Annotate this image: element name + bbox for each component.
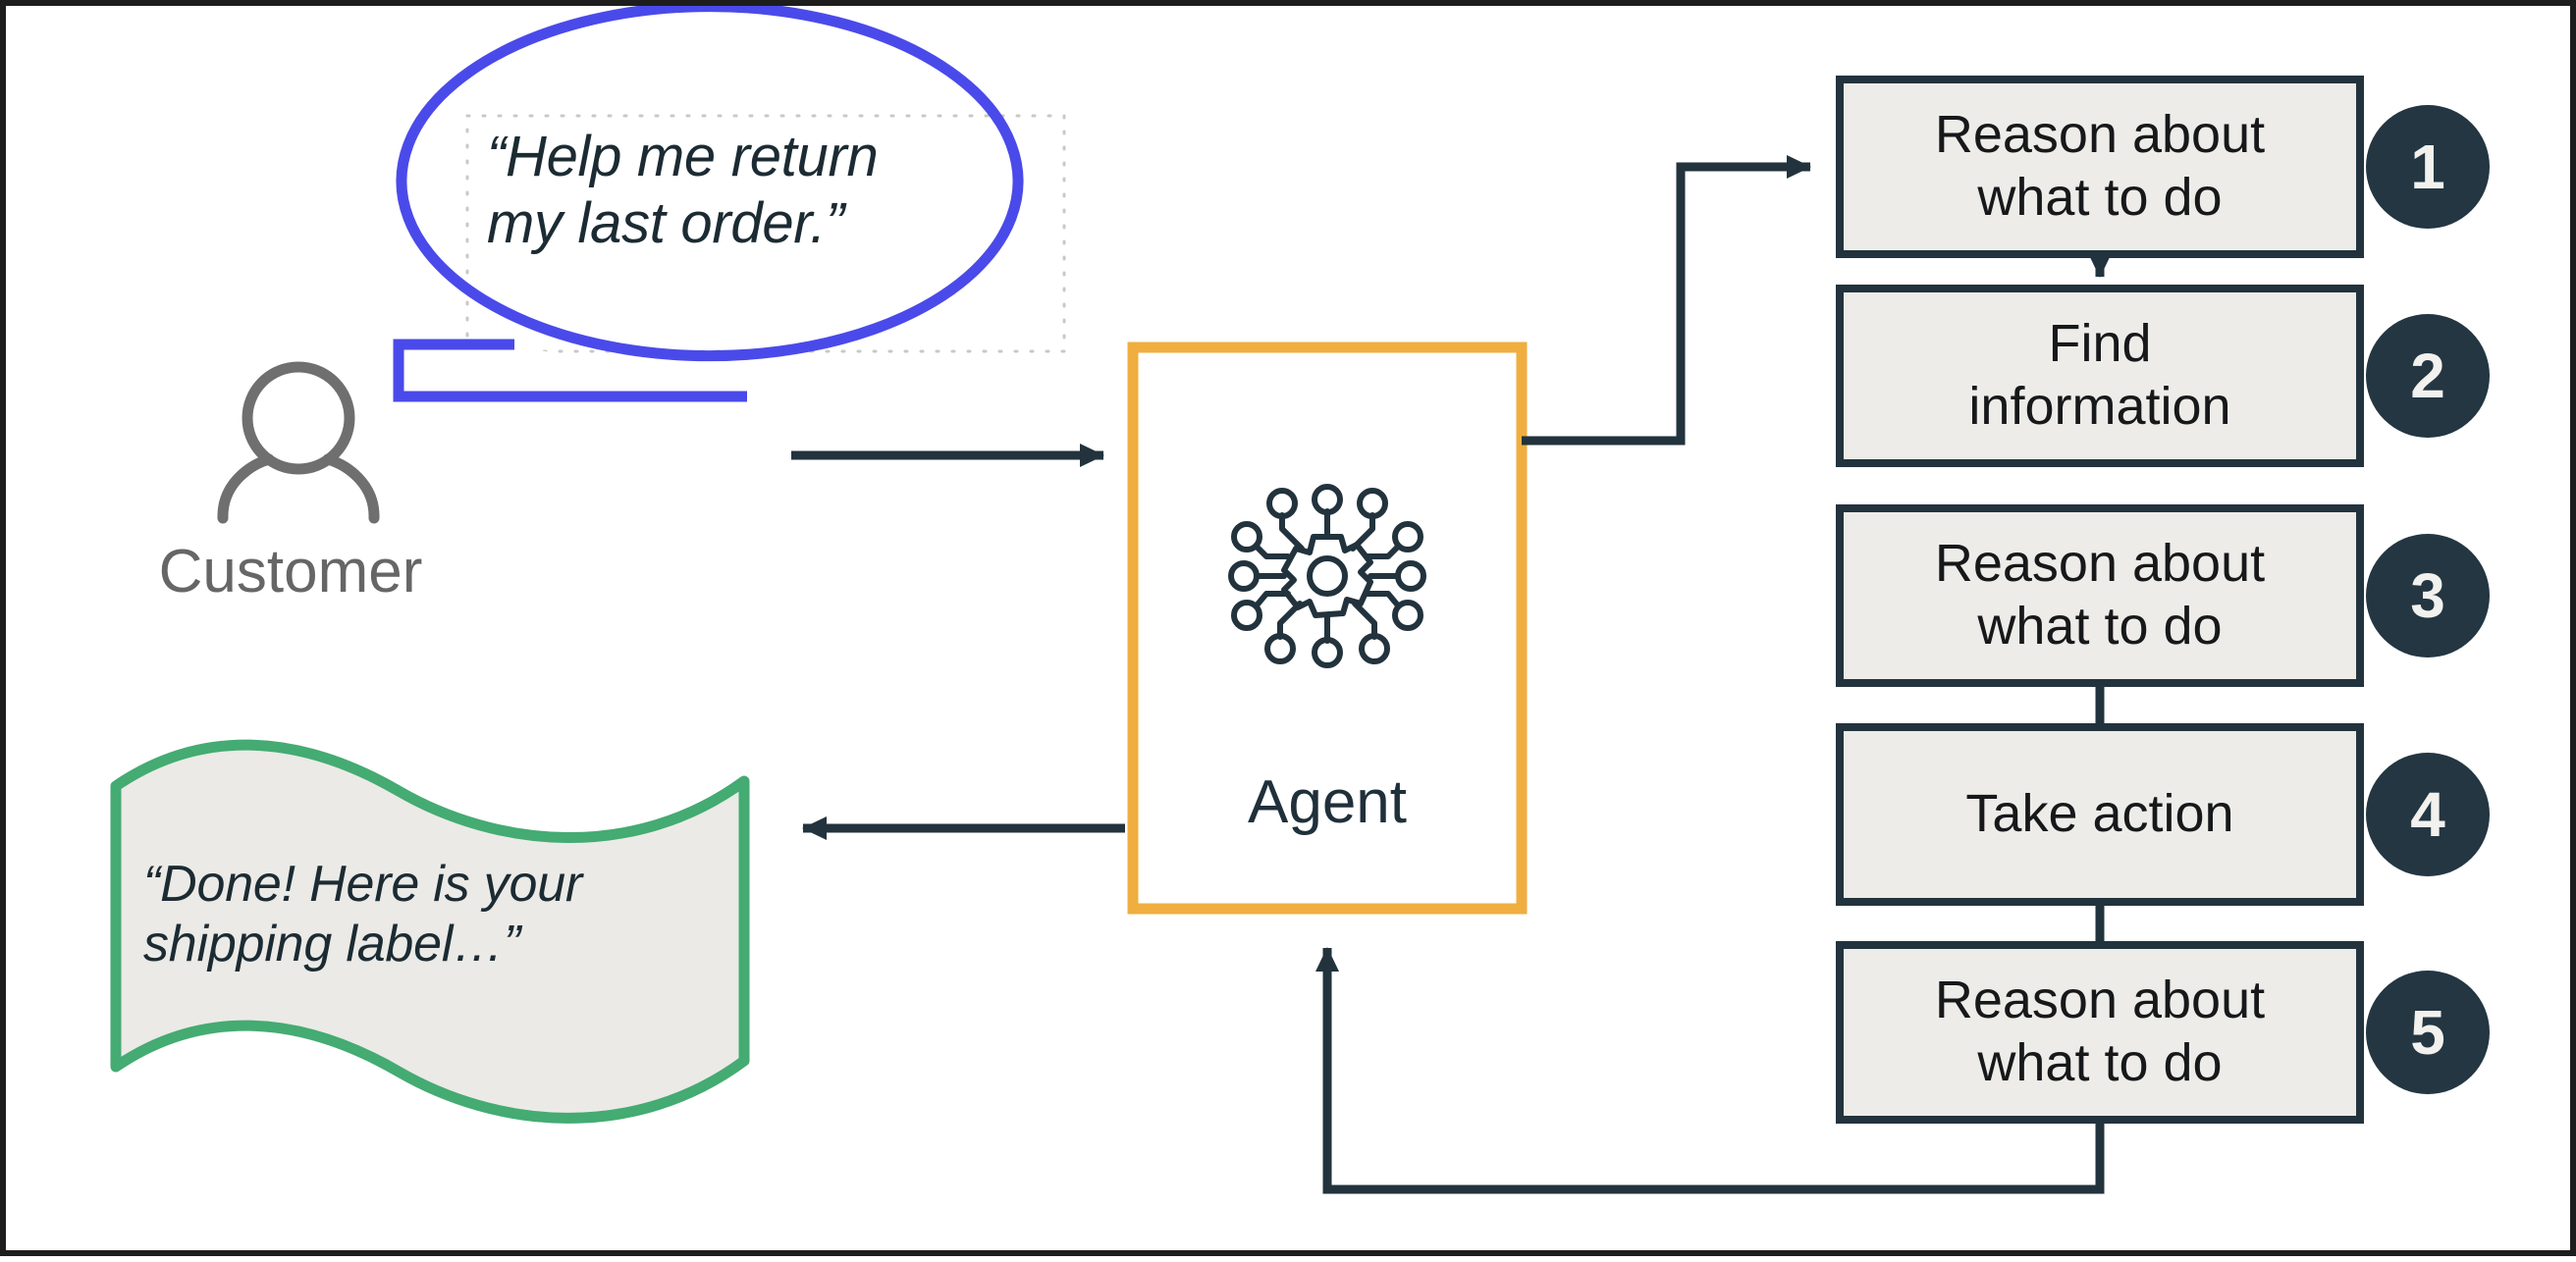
step-label-1: Reason about what to do — [1840, 79, 2360, 254]
step-label-2: Find information — [1840, 289, 2360, 463]
step-badge-5: 5 — [2366, 971, 2490, 1094]
step-3-line-2: what to do — [1977, 597, 2223, 656]
connector-step-5-to-agent-feedback — [1315, 947, 2105, 1194]
step-boxes — [1836, 76, 2364, 1124]
step-3-line-1: Reason about — [1934, 534, 2266, 594]
speech-bubble-line-1: “Help me return — [487, 125, 879, 188]
step-badge-3: 3 — [2366, 534, 2490, 657]
speech-bubble-text: “Help me return my last order.” — [487, 124, 1076, 258]
diagram-graphics — [110, 6, 2364, 1194]
step-5-line-2: what to do — [1977, 1033, 2223, 1092]
step-5-line-1: Reason about — [1934, 971, 2266, 1030]
connector-lines — [791, 155, 2112, 1194]
step-1-line-1: Reason about — [1934, 105, 2266, 165]
person-icon — [217, 361, 380, 524]
response-flag-text: “Done! Here is your shipping label…” — [143, 855, 732, 975]
step-badge-2: 2 — [2366, 314, 2490, 438]
step-label-4: Take action — [1840, 727, 2360, 902]
response-flag-shape — [110, 739, 750, 1124]
ai-network-gear-icon — [1228, 484, 1426, 668]
step-1-line-2: what to do — [1977, 168, 2223, 227]
customer-label: Customer — [158, 538, 423, 605]
step-label-3: Reason about what to do — [1840, 508, 2360, 683]
response-flag-line-1: “Done! Here is your — [143, 856, 583, 913]
step-box-2 — [1836, 285, 2364, 467]
step-2-line-1: Find — [2048, 314, 2152, 374]
step-badge-4: 4 — [2366, 753, 2490, 876]
speech-bubble-shape — [393, 6, 1024, 402]
step-box-5 — [1836, 941, 2364, 1124]
step-4-line-1: Take action — [1965, 784, 2234, 844]
step-box-1 — [1836, 76, 2364, 258]
step-badge-1: 1 — [2366, 105, 2490, 229]
response-flag-line-2: shipping label…” — [143, 916, 521, 973]
speech-bubble-line-2: my last order.” — [487, 191, 844, 256]
step-box-3 — [1836, 504, 2364, 687]
agent-label: Agent — [1247, 768, 1408, 836]
connector-agent-to-step-1 — [1522, 155, 1811, 446]
step-2-line-2: information — [1968, 377, 2231, 436]
step-label-5: Reason about what to do — [1840, 945, 2360, 1120]
